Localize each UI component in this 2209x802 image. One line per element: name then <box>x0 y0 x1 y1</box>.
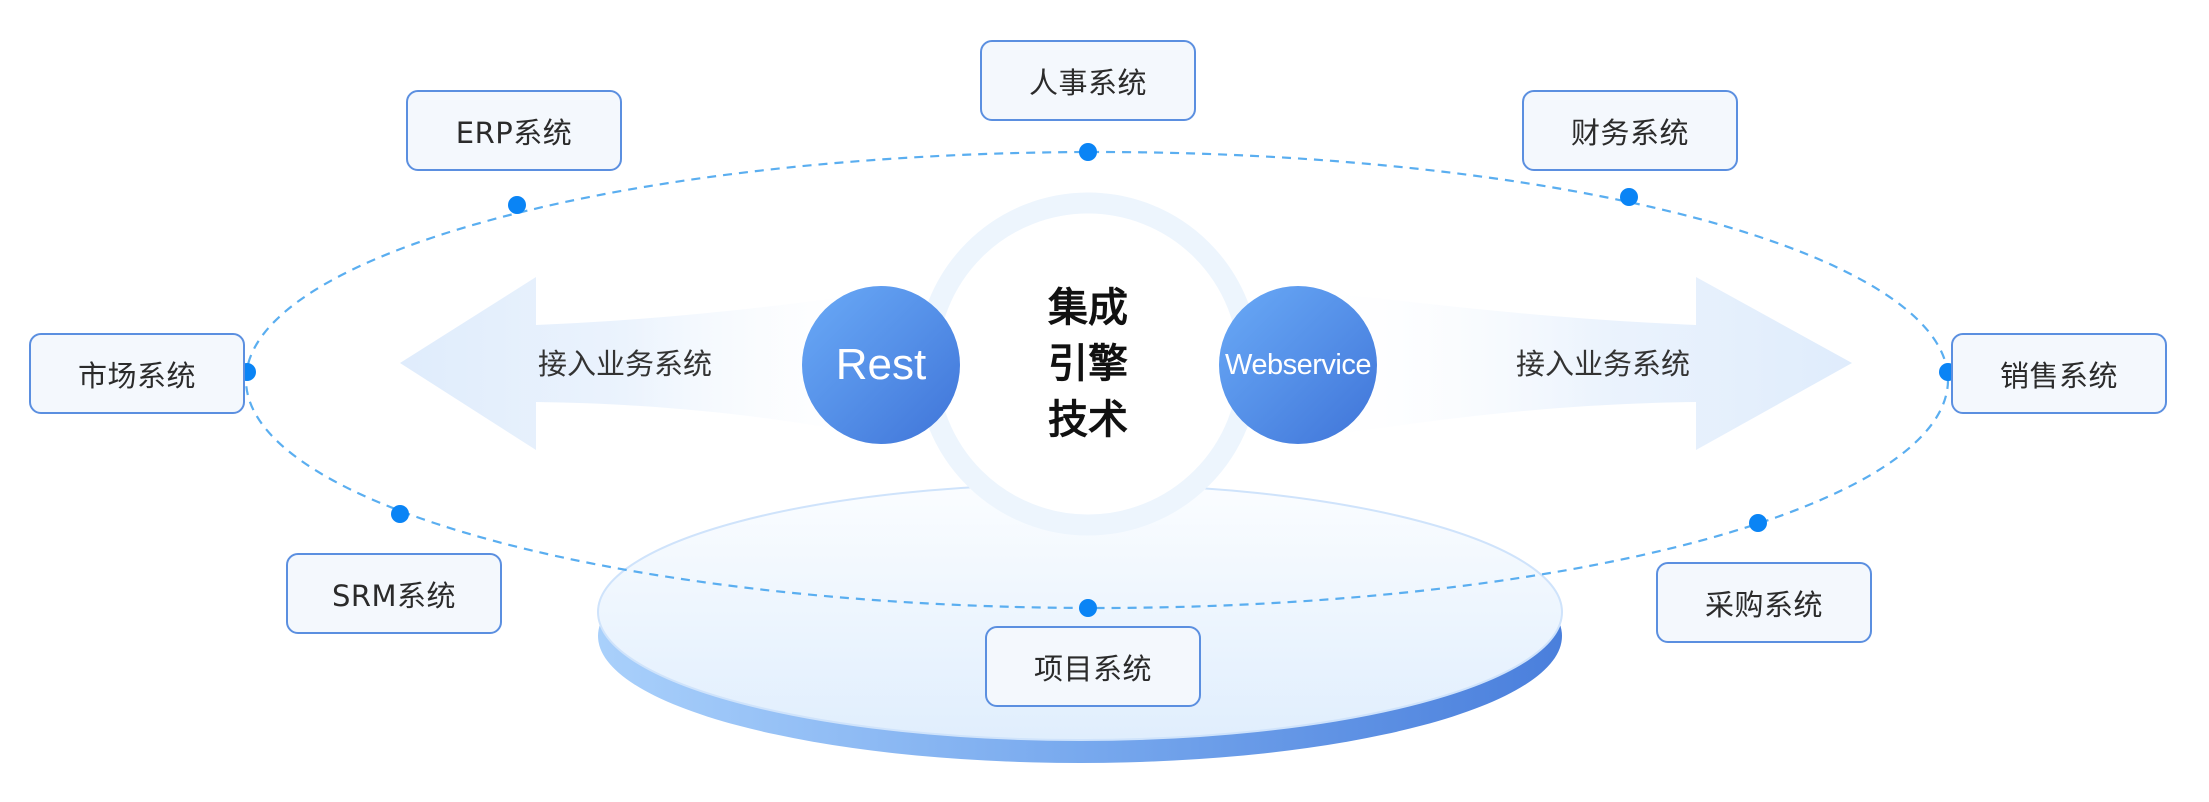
dot-purchase <box>1749 514 1767 532</box>
dot-srm <box>391 505 409 523</box>
protocol-webservice[interactable]: Webservice <box>1219 286 1377 444</box>
system-node-finance[interactable]: 财务系统 <box>1522 90 1738 171</box>
engine-title-line-2: 引擎 <box>1048 341 1128 387</box>
left-arrow-shape <box>400 277 900 450</box>
engine-title-line-3: 技术 <box>1048 397 1128 443</box>
right-arrow-label: 接入业务系统 <box>1515 347 1691 381</box>
system-node-label: SRM系统 <box>331 578 457 613</box>
dot-finance <box>1620 188 1638 206</box>
engine-title: 集成 引擎 技术 <box>1048 280 1128 448</box>
system-node-label: 市场系统 <box>77 358 196 393</box>
dot-project <box>1079 599 1097 617</box>
left-arrow-label: 接入业务系统 <box>537 347 713 381</box>
system-node-label: 财务系统 <box>1570 115 1689 150</box>
system-node-sales[interactable]: 销售系统 <box>1951 333 2167 414</box>
right-arrow-shape <box>1300 277 1852 450</box>
protocol-rest[interactable]: Rest <box>802 286 960 444</box>
system-node-label: 项目系统 <box>1033 651 1152 686</box>
system-node-label: 人事系统 <box>1028 65 1147 100</box>
system-node-label: 采购系统 <box>1704 587 1823 622</box>
dot-erp <box>508 196 526 214</box>
system-node-market[interactable]: 市场系统 <box>29 333 245 414</box>
protocol-rest-label: Rest <box>835 340 927 389</box>
engine-title-line-1: 集成 <box>1048 285 1128 331</box>
protocol-webservice-label: Webservice <box>1225 348 1371 381</box>
system-node-hr[interactable]: 人事系统 <box>980 40 1196 121</box>
system-node-purchase[interactable]: 采购系统 <box>1656 562 1872 643</box>
system-node-label: ERP系统 <box>455 115 573 150</box>
system-node-project[interactable]: 项目系统 <box>985 626 1201 707</box>
system-node-srm[interactable]: SRM系统 <box>286 553 502 634</box>
system-node-erp[interactable]: ERP系统 <box>406 90 622 171</box>
system-node-label: 销售系统 <box>1999 358 2118 393</box>
dot-hr <box>1079 143 1097 161</box>
